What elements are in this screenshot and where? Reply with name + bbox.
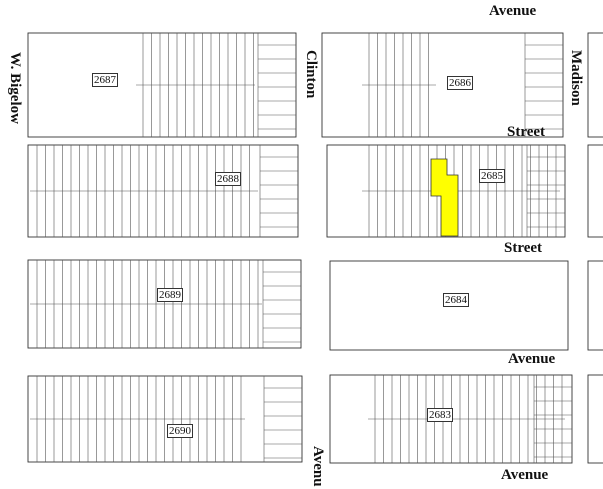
street-label-street-middle: Street <box>504 240 543 256</box>
street-label-street-upper: Street <box>507 124 546 140</box>
street-label-w-bigelow: W. Bigelow <box>7 52 23 124</box>
street-label-madison: Madison <box>568 50 584 106</box>
block-number-2687[interactable]: 2687 <box>92 73 118 87</box>
block-2690 <box>27 375 303 463</box>
block-number-2688[interactable]: 2688 <box>215 172 241 186</box>
block-edge-3 <box>587 260 603 351</box>
block-number-2683[interactable]: 2683 <box>427 408 453 422</box>
block-number-2689[interactable]: 2689 <box>157 288 183 302</box>
lot-lines <box>30 33 572 463</box>
block-2686 <box>321 32 564 138</box>
block-2684 <box>329 260 569 351</box>
block-edge-2 <box>587 144 603 238</box>
block-number-2686[interactable]: 2686 <box>447 76 473 90</box>
block-2688 <box>27 144 299 238</box>
block-number-2685[interactable]: 2685 <box>479 169 505 183</box>
block-edge-1 <box>587 32 603 138</box>
block-2685 <box>326 144 566 238</box>
block-number-2684[interactable]: 2684 <box>443 293 469 307</box>
street-label-avenue-vertical: Avenu <box>310 446 326 487</box>
block-outlines <box>27 32 603 464</box>
street-label-avenue-top: Avenue <box>489 3 537 19</box>
highlighted-parcel[interactable] <box>430 158 459 237</box>
street-label-avenue-middle: Avenue <box>508 351 556 367</box>
block-2687 <box>27 32 297 138</box>
street-label-clinton: Clinton <box>303 50 319 99</box>
block-edge-4 <box>587 374 603 464</box>
street-label-avenue-bottom: Avenue <box>501 467 549 483</box>
block-2683 <box>329 374 573 464</box>
block-number-2690[interactable]: 2690 <box>167 424 193 438</box>
